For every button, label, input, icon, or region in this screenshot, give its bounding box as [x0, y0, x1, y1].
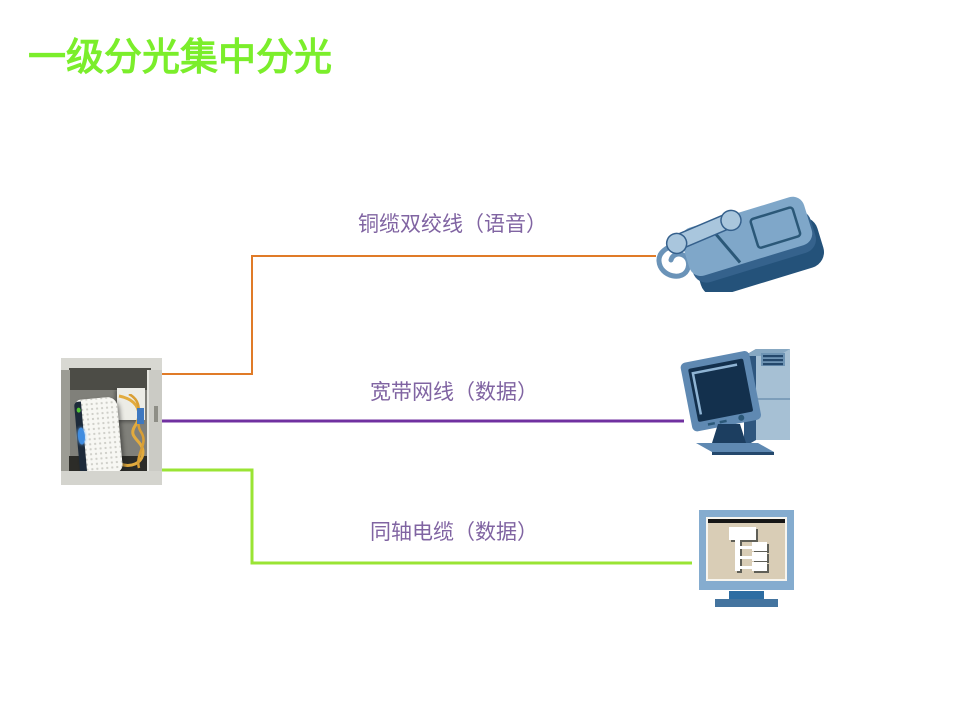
- coax-line: [162, 468, 692, 565]
- cabinet-door: [147, 370, 162, 485]
- fiber-access-terminal-photo: [61, 358, 162, 485]
- tv-monitor-icon: [697, 508, 797, 608]
- cabinet-top-edge: [61, 358, 162, 370]
- ont-blue-button: [77, 427, 86, 445]
- slide-title: 一级分光集中分光: [28, 35, 333, 79]
- label-copper-voice: 铜缆双绞线（语音）: [358, 212, 547, 236]
- ont-device: [73, 396, 124, 476]
- desktop-computer-icon: [678, 340, 804, 458]
- telephone-icon: [652, 180, 830, 297]
- cabinet-left-frame: [61, 370, 70, 485]
- copper-line: [162, 255, 656, 375]
- label-broadband-data: 宽带网线（数据）: [370, 380, 538, 404]
- cabinet-sill: [61, 471, 162, 485]
- flowchart-graphic: [729, 527, 769, 573]
- label-coax-data: 同轴电缆（数据）: [370, 520, 538, 544]
- fiber-connector: [137, 408, 144, 424]
- yellow-fiber-cables-icon: [118, 394, 145, 469]
- cabinet-hinge: [154, 406, 158, 422]
- cabinet-top-shadow: [69, 368, 151, 390]
